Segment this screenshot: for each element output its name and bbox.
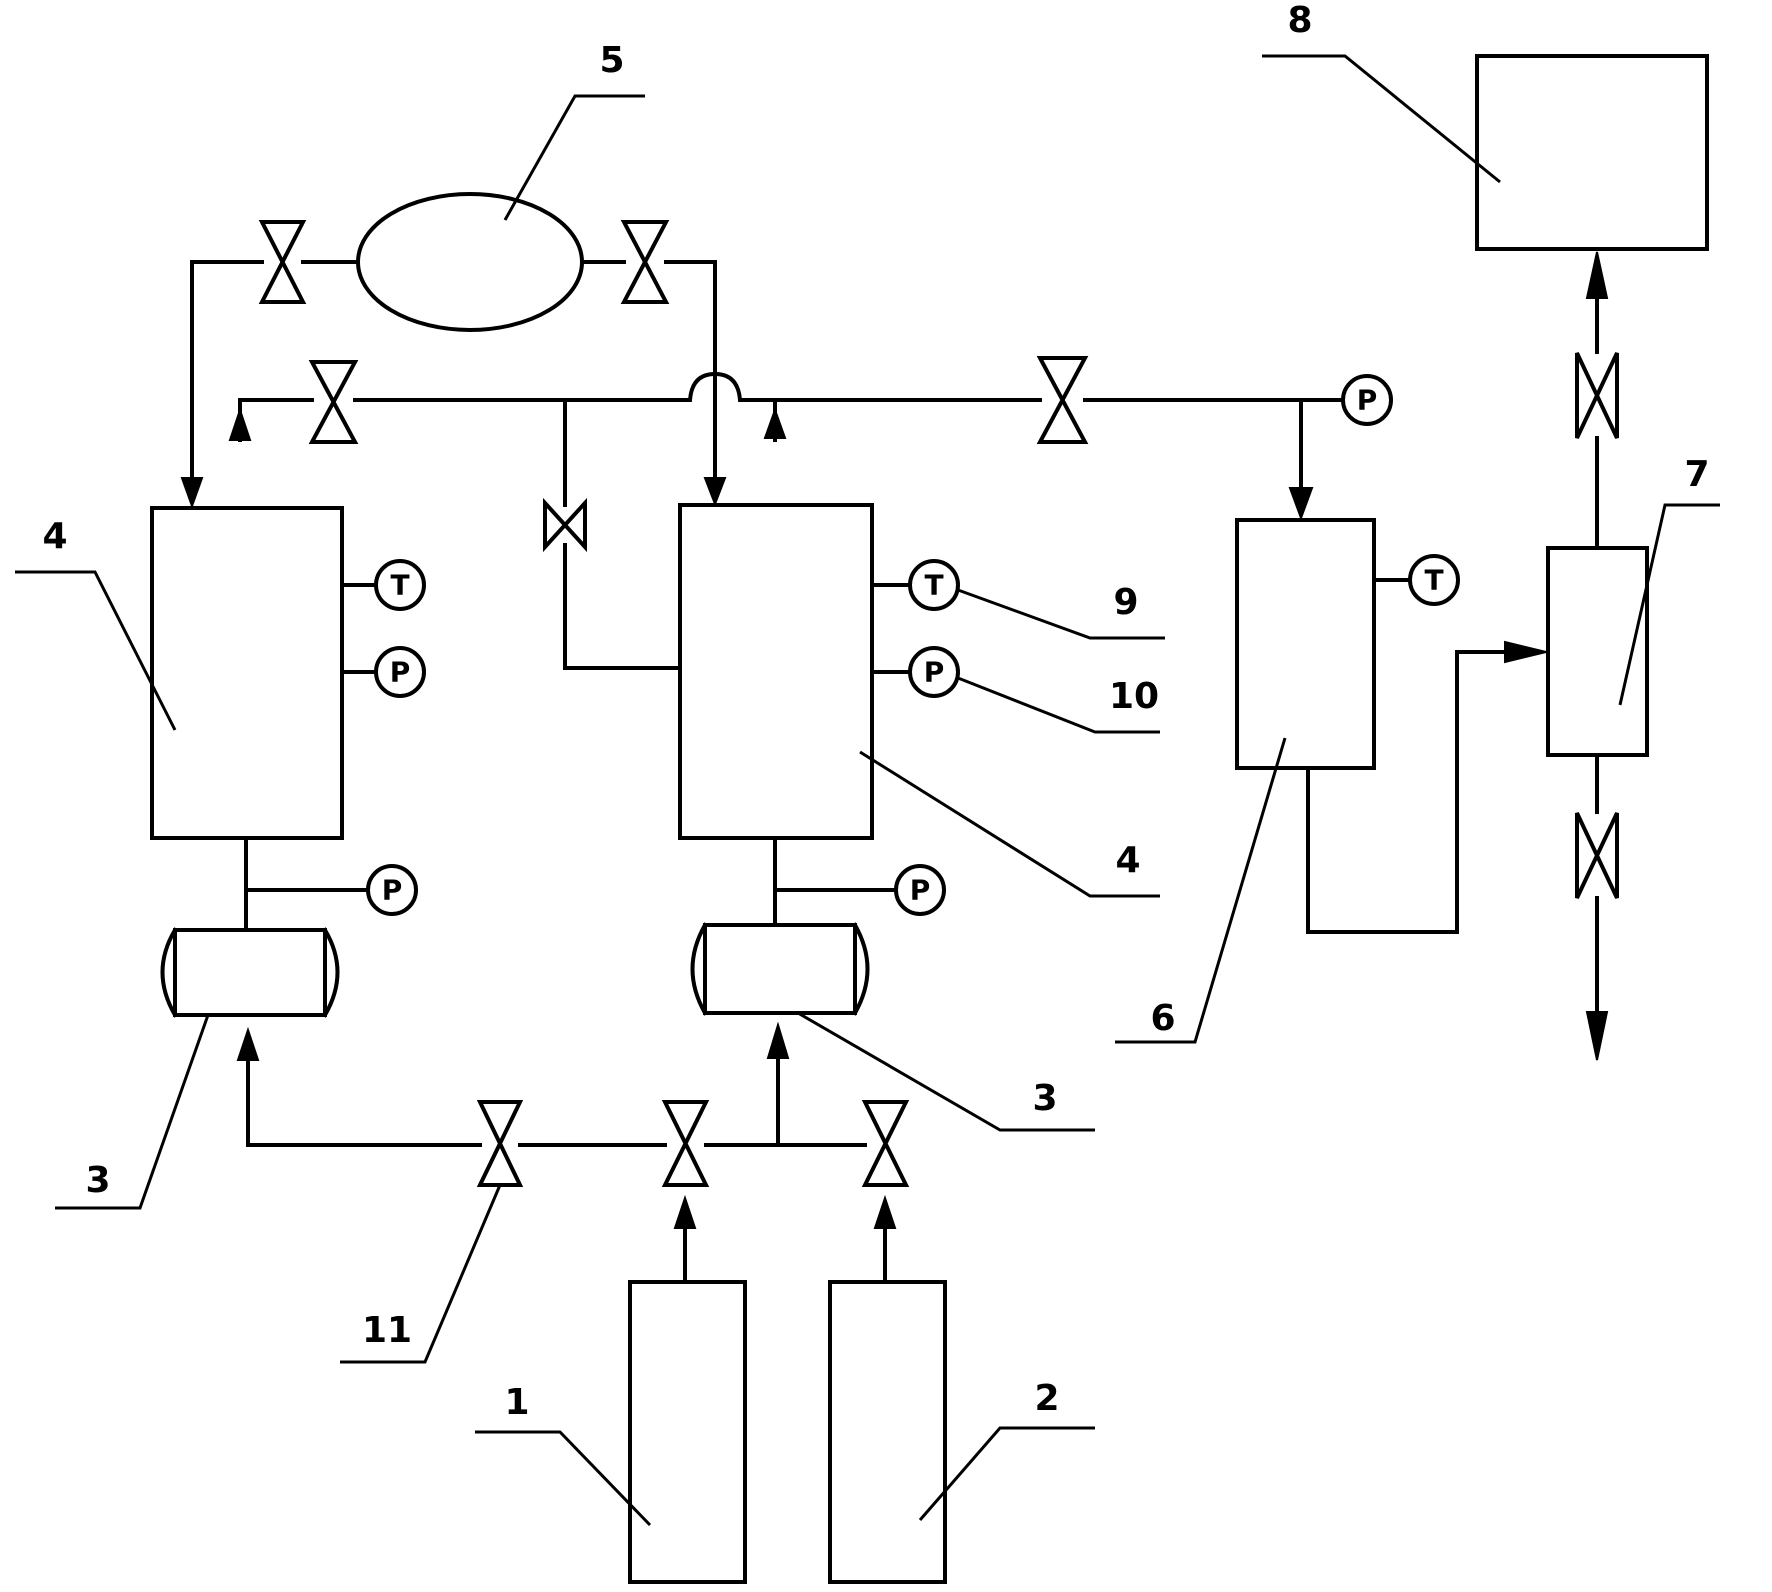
pump-right-3 [690, 922, 870, 1016]
number-labels: 5 8 4 4 9 10 6 7 3 3 11 1 2 [42, 0, 1709, 1423]
label-4-right: 4 [1115, 840, 1140, 881]
pump-left-3 [160, 927, 340, 1018]
arrows [180, 251, 1609, 1229]
pipe-bottom-left [246, 1038, 482, 1147]
arrow-out-right-reactor [763, 407, 787, 439]
gauge-label: T [1424, 564, 1443, 597]
pressure-gauge-header: P [1341, 374, 1393, 426]
pressure-gauge-left: P [374, 646, 426, 698]
leader-11 [340, 1184, 502, 1364]
leader-5 [503, 94, 645, 221]
leader-3-left [55, 1014, 210, 1210]
label-7: 7 [1684, 454, 1709, 495]
arrow-from-bottle-1 [673, 1194, 697, 1229]
arrow-outlet [1585, 1011, 1609, 1061]
leader-lines [15, 54, 1720, 1527]
gauge-label: P [390, 656, 411, 689]
arrow-into-analyzer-8 [1585, 251, 1609, 299]
gauge-label: P [924, 656, 945, 689]
gauge-label: T [924, 569, 943, 602]
arrow-into-left-pump [236, 1026, 260, 1061]
label-10: 10 [1109, 676, 1159, 717]
leader-10 [957, 676, 1160, 734]
leader-3-right [797, 1011, 1095, 1132]
label-3-right: 3 [1032, 1078, 1057, 1119]
gauge-label: T [390, 569, 409, 602]
buffer-tank-5 [356, 192, 584, 332]
label-9: 9 [1113, 582, 1138, 623]
arrow-out-left-reactor [228, 406, 252, 441]
leader-2 [918, 1426, 1095, 1521]
reactor-left-4 [150, 506, 344, 840]
pipe-loop-left [190, 260, 264, 492]
arrow-into-left-reactor [180, 477, 204, 509]
valve-header-left[interactable] [308, 360, 359, 444]
pipe-header-a [353, 371, 1042, 402]
arrow-into-separator-7 [1504, 640, 1547, 664]
leader-8 [1262, 54, 1501, 184]
gas-bottle-1 [628, 1280, 747, 1584]
pressure-gauge-10: P [908, 646, 960, 698]
label-1: 1 [504, 1382, 529, 1423]
gauge-label: P [382, 874, 403, 907]
temperature-gauge-9: T [908, 559, 960, 611]
leader-9 [957, 588, 1165, 640]
valve-branch[interactable] [543, 497, 587, 553]
pipe-6-to-7 [1306, 650, 1507, 934]
leader-6 [1115, 737, 1287, 1044]
gauge-label: P [910, 874, 931, 907]
label-8: 8 [1287, 0, 1312, 41]
pipes [190, 260, 1599, 1284]
pressure-gauge-left-pump: P [366, 864, 418, 916]
vessel-6 [1235, 518, 1376, 770]
pipe-header-left [238, 398, 314, 442]
valve-header-right[interactable] [1036, 356, 1089, 444]
separator-7 [1546, 546, 1649, 757]
gauge-label: P [1357, 384, 1378, 417]
label-5: 5 [599, 40, 624, 81]
pipe-branch-side [563, 543, 682, 670]
arrow-into-right-pump [766, 1021, 790, 1059]
analyzer-8 [1475, 54, 1709, 251]
gauges: T P P T P P P T [366, 374, 1460, 916]
label-11: 11 [362, 1310, 412, 1351]
arrow-from-bottle-2 [873, 1194, 897, 1229]
leader-4-right [859, 750, 1160, 898]
valves [258, 220, 1619, 1187]
valve-loop-right[interactable] [620, 220, 670, 304]
leader-4-left [15, 570, 177, 731]
valve-bottom-right[interactable] [861, 1100, 910, 1187]
arrow-into-vessel-6 [1288, 487, 1314, 521]
valve-11[interactable] [476, 1100, 524, 1187]
label-3-left: 3 [85, 1160, 110, 1201]
pipe-loop-right [664, 260, 717, 492]
arrow-into-right-reactor [703, 477, 727, 507]
reactor-right-4 [678, 503, 874, 840]
label-4-left: 4 [42, 516, 67, 557]
label-6: 6 [1150, 998, 1175, 1039]
valve-7-down[interactable] [1575, 812, 1619, 899]
pressure-gauge-right-pump: P [894, 864, 946, 916]
valve-loop-left[interactable] [258, 220, 307, 304]
leader-7 [1618, 503, 1720, 706]
valve-7-up[interactable] [1575, 352, 1619, 439]
gas-bottle-2 [828, 1280, 947, 1584]
label-2: 2 [1034, 1378, 1059, 1419]
valve-bottom-mid[interactable] [661, 1100, 710, 1187]
temperature-gauge-left: T [374, 559, 426, 611]
equipment [150, 54, 1709, 1584]
temperature-gauge-vessel-6: T [1408, 554, 1460, 606]
leader-1 [475, 1430, 652, 1527]
